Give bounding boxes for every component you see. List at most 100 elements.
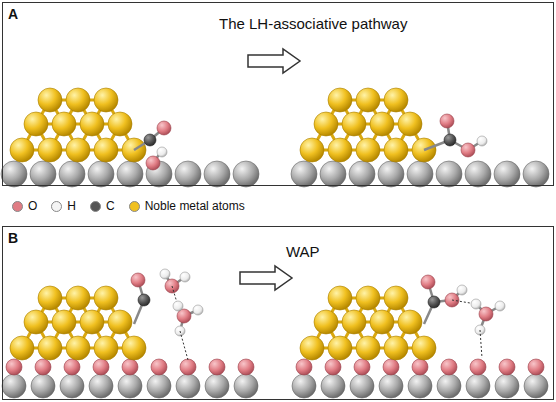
- panel-letter: A: [8, 6, 18, 22]
- grey-atom: [233, 161, 259, 187]
- gold-atom: [80, 310, 104, 334]
- figure-panel: A The LH-associative pathway: [2, 2, 554, 186]
- dark-atom: [144, 134, 156, 146]
- gold-atom: [80, 112, 104, 136]
- grey-atom: [291, 161, 317, 187]
- grey-atom: [176, 374, 200, 398]
- gold-atom: [108, 310, 132, 334]
- legend-item: O: [12, 199, 37, 213]
- gold-atom: [356, 336, 380, 360]
- legend-label: C: [106, 199, 115, 213]
- grey-atom: [321, 374, 345, 398]
- scene-a: [1, 88, 549, 187]
- figure-panel: BWAP: [2, 226, 554, 400]
- gold-atom: [356, 286, 380, 310]
- panel-title: The LH-associative pathway: [219, 15, 407, 32]
- grey-atom: [466, 374, 490, 398]
- legend-swatch: [12, 201, 23, 212]
- grey-atom: [494, 161, 520, 187]
- grey-atom: [60, 374, 84, 398]
- legend-swatch: [90, 201, 101, 212]
- gold-atom: [24, 310, 48, 334]
- gold-atom: [10, 336, 34, 360]
- gold-atom: [66, 286, 90, 310]
- grey-atom: [205, 374, 229, 398]
- grey-atom: [1, 161, 27, 187]
- gold-atom: [122, 336, 146, 360]
- grey-atom: [89, 374, 113, 398]
- grey-atom: [2, 374, 26, 398]
- grey-atom: [118, 374, 142, 398]
- hydrogen-bond: [180, 331, 188, 360]
- white-atom: [457, 285, 467, 295]
- grey-atom: [204, 161, 230, 187]
- grey-atom: [408, 374, 432, 398]
- grey-atom: [88, 161, 114, 187]
- gold-atom: [94, 88, 118, 112]
- gold-atom: [328, 286, 352, 310]
- pink-atom: [180, 359, 196, 375]
- legend-item: H: [51, 199, 76, 213]
- gold-atom: [314, 112, 338, 136]
- pink-atom: [296, 359, 312, 375]
- gold-atom: [52, 310, 76, 334]
- gold-atom: [384, 138, 408, 162]
- legend-label: O: [28, 199, 37, 213]
- pink-atom: [122, 359, 138, 375]
- pink-atom: [146, 156, 160, 170]
- grey-atom: [437, 374, 461, 398]
- legend: O H C Noble metal atoms: [12, 199, 259, 213]
- legend-swatch: [51, 201, 62, 212]
- gold-atom: [384, 88, 408, 112]
- pink-atom: [157, 121, 171, 135]
- gold-atom: [38, 336, 62, 360]
- gold-atom: [342, 310, 366, 334]
- gold-atom: [300, 138, 324, 162]
- grey-atom: [349, 161, 375, 187]
- white-atom: [173, 301, 183, 311]
- grey-atom: [465, 161, 491, 187]
- pink-atom: [209, 359, 225, 375]
- dark-atom: [428, 296, 440, 308]
- grey-atom: [234, 374, 258, 398]
- gold-atom: [328, 138, 352, 162]
- grey-atom: [30, 161, 56, 187]
- gold-atom: [384, 286, 408, 310]
- gold-atom: [38, 88, 62, 112]
- pink-atom: [383, 359, 399, 375]
- grey-atom: [436, 161, 462, 187]
- pink-atom: [479, 307, 493, 321]
- gold-atom: [314, 310, 338, 334]
- panel-title: WAP: [286, 243, 320, 260]
- gold-atom: [24, 112, 48, 136]
- gold-atom: [94, 286, 118, 310]
- gold-atom: [398, 310, 422, 334]
- grey-atom: [292, 374, 316, 398]
- gold-atom: [66, 138, 90, 162]
- white-atom: [160, 269, 170, 279]
- pink-atom: [151, 359, 167, 375]
- pink-atom: [93, 359, 109, 375]
- pink-atom: [499, 359, 515, 375]
- pink-atom: [528, 359, 544, 375]
- grey-atom: [59, 161, 85, 187]
- grey-atom: [117, 161, 143, 187]
- gold-atom: [356, 138, 380, 162]
- pink-atom: [441, 359, 457, 375]
- legend-label: H: [67, 199, 76, 213]
- pink-atom: [470, 359, 486, 375]
- grey-atom: [350, 374, 374, 398]
- gold-atom: [342, 112, 366, 136]
- pink-atom: [421, 275, 435, 289]
- grey-atom: [523, 161, 549, 187]
- gold-atom: [38, 286, 62, 310]
- pink-atom: [35, 359, 51, 375]
- gold-atom: [300, 336, 324, 360]
- pink-atom: [238, 359, 254, 375]
- gold-atom: [108, 112, 132, 136]
- process-arrow: [240, 266, 292, 290]
- grey-atom: [378, 161, 404, 187]
- dark-atom: [444, 134, 456, 146]
- legend-item: Noble metal atoms: [129, 199, 245, 213]
